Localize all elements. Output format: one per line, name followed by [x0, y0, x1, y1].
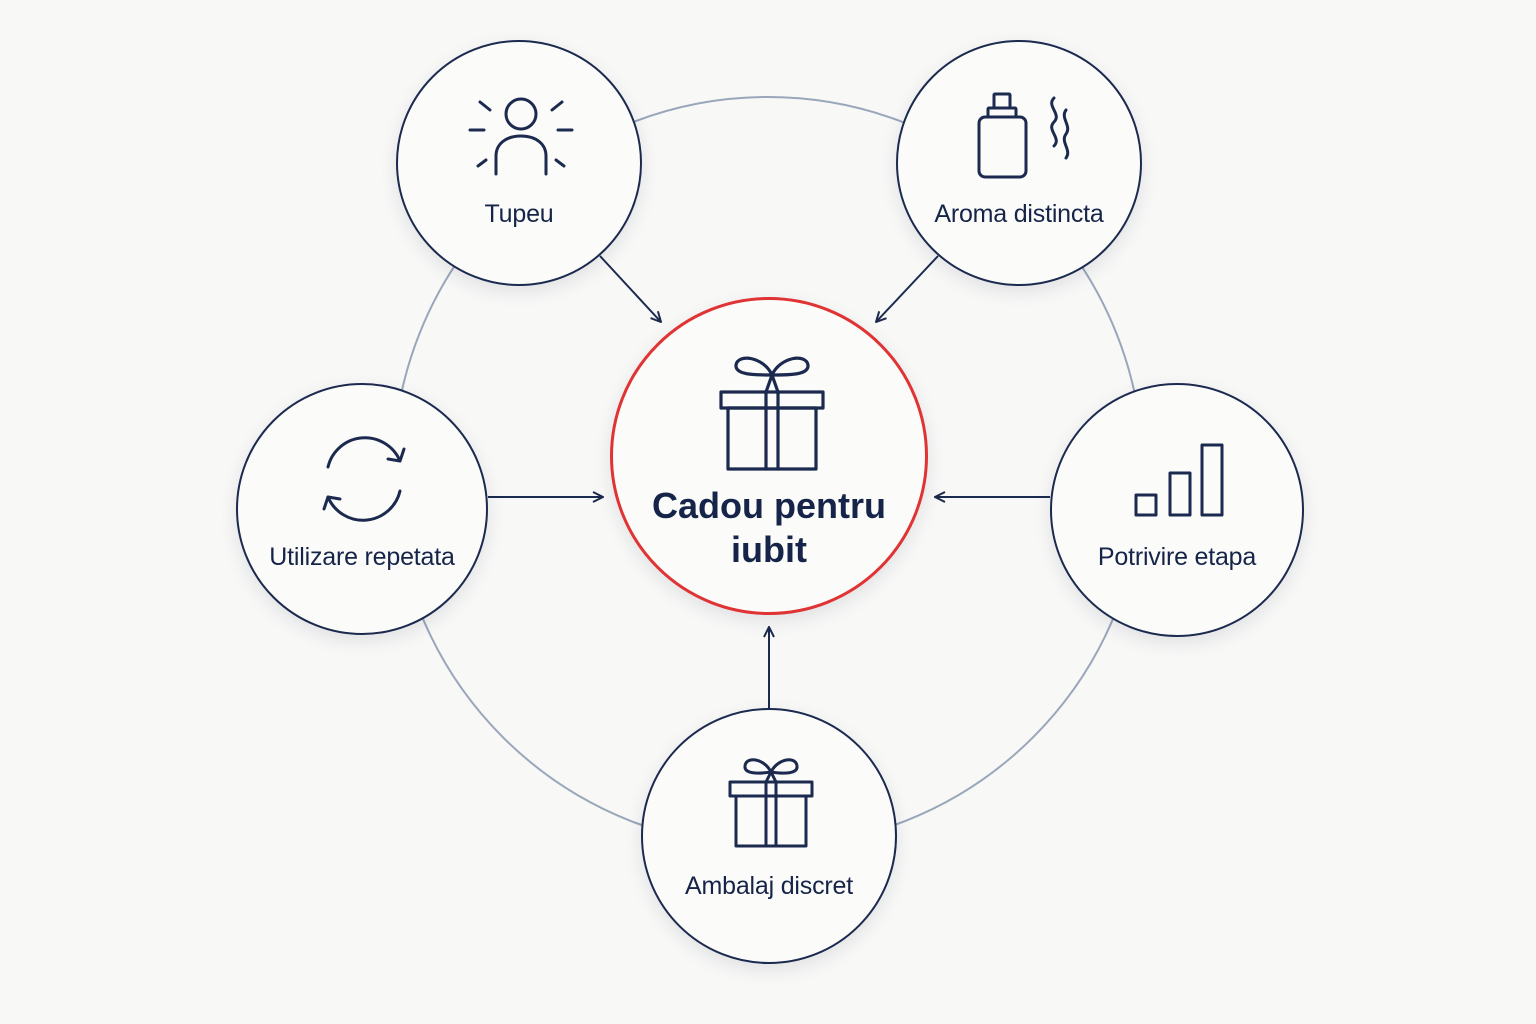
person-radiating-icon	[468, 97, 574, 176]
node-label: Ambalaj discret	[685, 872, 853, 900]
node-tupeu: Tupeu	[396, 40, 642, 286]
gift-icon	[728, 758, 814, 848]
gift-icon	[719, 356, 825, 471]
arrow-tupeu-to-center	[599, 255, 661, 322]
refresh-cycle-icon	[322, 436, 406, 522]
node-label: Potrivire etapa	[1097, 543, 1257, 571]
node-label: Aroma distincta	[934, 200, 1104, 228]
node-label: Utilizare repetata	[269, 543, 455, 571]
node-ambalaj-discret: Ambalaj discret	[641, 708, 897, 964]
node-label: Tupeu	[484, 200, 554, 228]
center-title: Cadou pentru iubit	[652, 485, 886, 570]
bar-steps-icon	[1134, 443, 1224, 517]
node-potrivire-etapa: Potrivire etapa	[1050, 383, 1304, 637]
center-node: Cadou pentru iubit	[610, 297, 928, 615]
node-aroma-distincta: Aroma distincta	[896, 40, 1142, 286]
perfume-bottle-icon	[977, 92, 1070, 179]
node-utilizare-repetata: Utilizare repetata	[236, 383, 488, 635]
arrow-aroma-to-center	[876, 255, 939, 322]
